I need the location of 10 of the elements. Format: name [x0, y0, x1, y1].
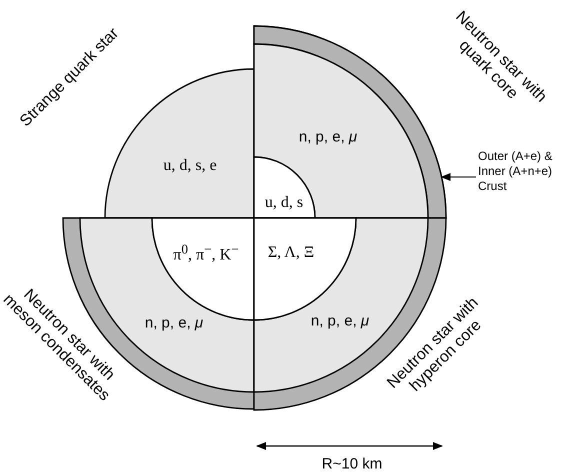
crust-label: Outer (A+e) & Inner (A+n+e) Crust: [478, 149, 554, 194]
particle-label: u, d, s: [264, 195, 304, 211]
leader-arrow: [440, 173, 476, 181]
particle-label: u, d, s, e: [163, 158, 217, 174]
particle-label: π$^{0}$, π$^{−}$, K$^{−}$: [173, 242, 239, 264]
particle-label: n, p, e, μ: [310, 314, 370, 328]
particle-label: Σ, Λ, Ξ: [268, 245, 314, 261]
particle-label: n, p, e, μ: [144, 316, 204, 330]
particle-label: n, p, e, μ: [298, 130, 358, 144]
radius-label: R~10 km: [322, 456, 382, 472]
